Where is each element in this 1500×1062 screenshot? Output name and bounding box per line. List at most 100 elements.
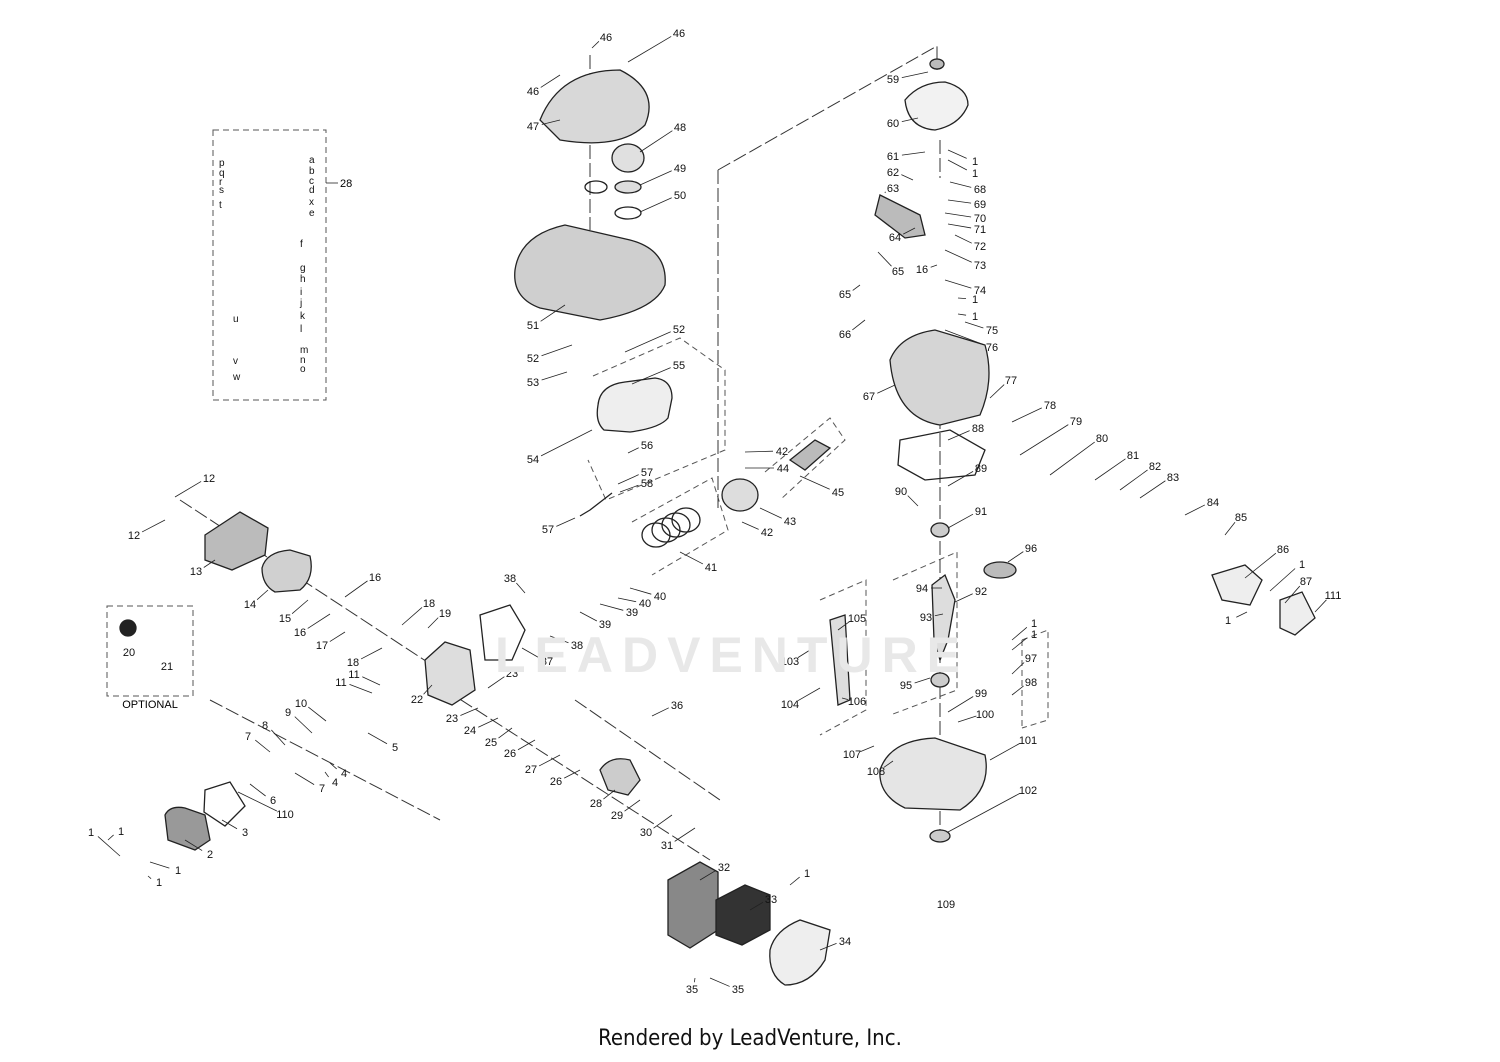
leader-line — [624, 331, 671, 353]
leader-line — [877, 251, 892, 267]
callout-36: 36 — [671, 700, 683, 712]
watermark: LEADVENTURE — [495, 627, 970, 683]
muffler-guard — [204, 511, 269, 571]
carb-letter-g: g — [300, 263, 306, 274]
callout-71: 71 — [974, 224, 986, 236]
leader-line — [329, 631, 346, 642]
callout-90: 90 — [895, 486, 907, 498]
leader-line — [699, 869, 717, 881]
leader-line — [308, 706, 327, 722]
callout-18: 18 — [347, 657, 359, 669]
carb-letter-w: w — [232, 372, 241, 383]
callout-83: 83 — [1167, 472, 1179, 484]
callout-27: 27 — [525, 764, 537, 776]
leader-line — [744, 450, 774, 453]
leader-line — [949, 181, 972, 188]
callout-67: 67 — [863, 391, 875, 403]
callout-28: 28 — [590, 798, 602, 810]
carb-letter-e: e — [309, 208, 315, 219]
carb-letter-r: r — [219, 177, 223, 188]
ignition-coil — [874, 194, 926, 239]
carb-letter-p: p — [219, 158, 225, 169]
callout-61: 61 — [887, 151, 899, 163]
callout-50: 50 — [674, 190, 686, 202]
callout-110: 110 — [276, 809, 294, 821]
callout-1: 1 — [972, 156, 978, 168]
callout-13: 13 — [190, 566, 202, 578]
callout-40: 40 — [654, 591, 666, 603]
leader-line — [674, 827, 696, 842]
leader-line — [1269, 568, 1296, 592]
callout-29: 29 — [611, 810, 623, 822]
leader-line — [184, 839, 203, 851]
carb-letter-h: h — [300, 274, 306, 285]
leader-line — [549, 635, 569, 644]
leader-line — [141, 519, 166, 533]
valve-cover-gasket — [203, 781, 246, 827]
leader-line — [291, 599, 309, 614]
carb-letter-o: o — [300, 364, 306, 375]
callout-1: 1 — [972, 294, 978, 306]
tank-group-box — [587, 337, 726, 501]
callout-91: 91 — [975, 506, 987, 518]
leader-line — [883, 760, 894, 768]
leader-line — [556, 517, 576, 527]
head-gasket — [479, 604, 526, 661]
leader-line — [837, 621, 850, 631]
leader-line — [947, 471, 974, 487]
leader-line — [627, 447, 639, 454]
carb-letter-d: d — [309, 185, 315, 196]
callout-99: 99 — [975, 688, 987, 700]
callout-37: 37 — [541, 656, 553, 668]
callout-75: 75 — [986, 325, 998, 337]
callout-1: 1 — [156, 877, 162, 889]
callout-43: 43 — [784, 516, 796, 528]
leader-line — [639, 130, 673, 153]
carb-letter-t: t — [219, 200, 222, 211]
callout-48: 48 — [674, 122, 686, 134]
callout-24: 24 — [464, 725, 476, 737]
leader-line — [1224, 521, 1236, 536]
callout-11: 11 — [335, 677, 346, 689]
callout-104: 104 — [781, 699, 799, 711]
callout-76: 76 — [986, 342, 998, 354]
leader-line — [540, 429, 593, 457]
callout-60: 60 — [887, 118, 899, 130]
carb-letter-j: j — [299, 298, 302, 309]
leader-line — [852, 284, 861, 291]
leader-line — [294, 772, 315, 785]
leader-line — [427, 617, 439, 629]
carburetor-group-box — [212, 129, 327, 401]
callout-94: 94 — [916, 583, 928, 595]
callout-65: 65 — [892, 266, 904, 278]
callout-15: 15 — [279, 613, 291, 625]
leader-line — [540, 74, 561, 88]
oil-seal-95 — [930, 672, 950, 688]
callout-5: 5 — [392, 742, 398, 754]
callout-63: 63 — [887, 183, 899, 195]
leader-line — [709, 977, 730, 987]
render-credit: Rendered by LeadVenture, Inc. — [598, 1026, 902, 1051]
leader-line — [540, 304, 566, 322]
carb-letter-l: l — [300, 324, 302, 335]
air-filter-element — [715, 884, 771, 946]
ring-49 — [614, 180, 642, 194]
callout-6: 6 — [270, 795, 276, 807]
carb-letter-b: b — [309, 166, 315, 177]
leader-line — [541, 344, 573, 357]
flywheel — [904, 81, 969, 131]
valve-cover — [164, 806, 211, 851]
callout-56: 56 — [641, 440, 653, 452]
callout-11: 11 — [348, 669, 359, 681]
seal-50 — [614, 206, 642, 220]
callout-21: 21 — [161, 661, 173, 673]
leader-line — [1139, 480, 1166, 499]
callout-41: 41 — [705, 562, 717, 574]
leader-line — [759, 507, 782, 519]
leader-line — [639, 197, 672, 213]
leader-line — [947, 430, 970, 441]
rod-group-box — [764, 417, 846, 501]
leader-line — [679, 551, 704, 565]
callout-1: 1 — [1225, 615, 1231, 627]
